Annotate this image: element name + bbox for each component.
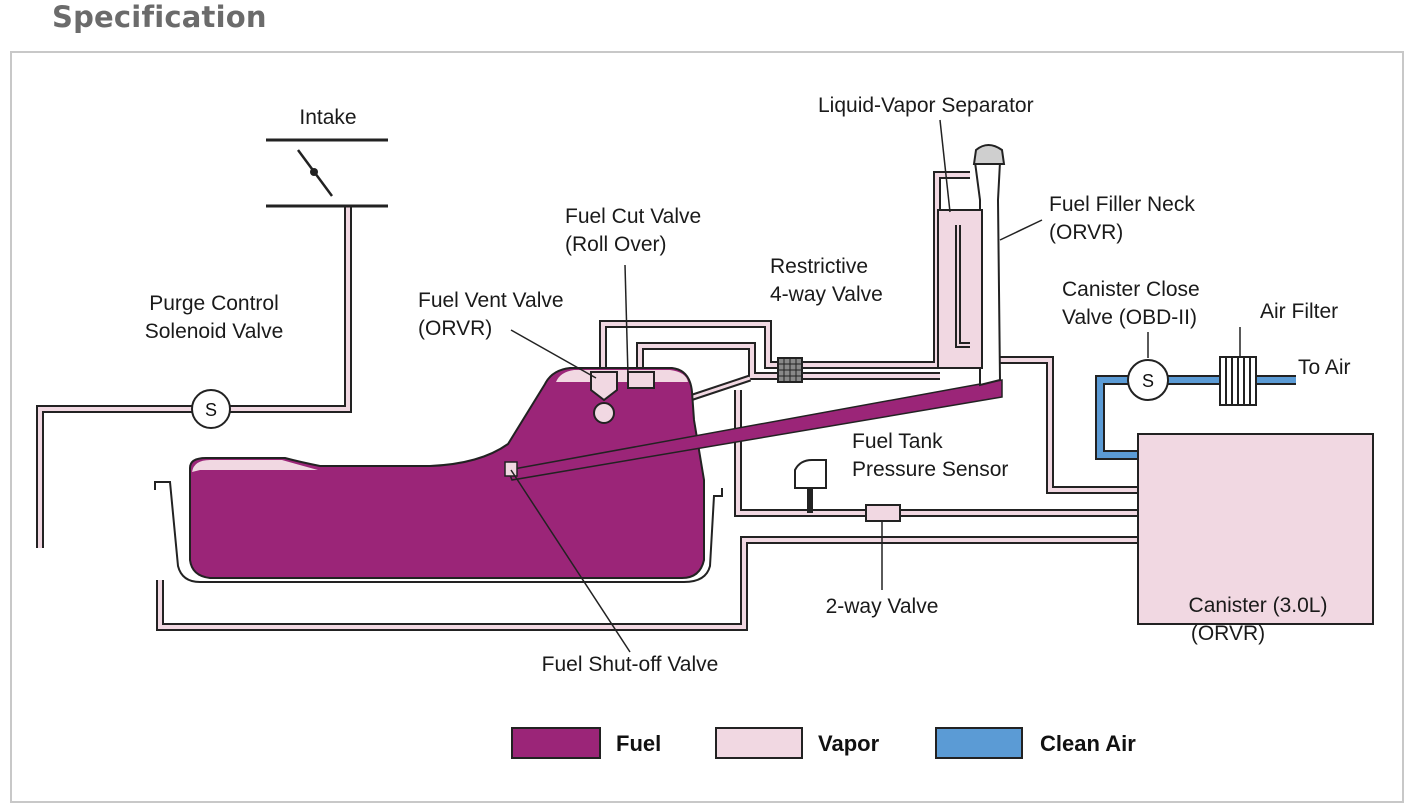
diagram-frame [10, 51, 1404, 803]
label-pressure-1: Fuel Tank [852, 430, 943, 453]
label-canister-2: (ORVR) [1191, 622, 1265, 645]
fuel-cut-valve [627, 371, 655, 389]
label-filler-2: (ORVR) [1049, 221, 1123, 244]
label-filler-1: Fuel Filler Neck [1049, 193, 1195, 216]
label-purge-1: Purge Control [149, 292, 279, 315]
label-separator: Liquid-Vapor Separator [818, 94, 1034, 117]
label-air-filter: Air Filter [1260, 300, 1338, 323]
label-cut-2: (Roll Over) [565, 233, 667, 256]
label-canister-1: Canister (3.0L) [1189, 594, 1328, 617]
label-intake: Intake [299, 106, 356, 129]
fuel-tank [154, 367, 723, 583]
purge-solenoid-symbol: S [205, 400, 217, 420]
pressure-sensor [794, 459, 827, 489]
label-restrict-1: Restrictive [770, 255, 868, 278]
restrictive-4-way-valve [777, 357, 803, 383]
legend: Fuel Vapor Clean Air [511, 727, 1136, 759]
page-title: Specification [52, 0, 267, 34]
leader-lines [510, 119, 1241, 653]
label-vent-1: Fuel Vent Valve [418, 289, 564, 312]
label-restrict-2: 4-way Valve [770, 283, 883, 306]
vapor-pipes [36, 171, 1138, 631]
label-to-air: To Air [1298, 356, 1351, 379]
liquid-vapor-separator [937, 209, 983, 369]
label-close-1: Canister Close [1062, 278, 1200, 301]
labels: Intake Purge Control Solenoid Valve Fuel… [145, 94, 1351, 676]
legend-label-fuel: Fuel [616, 731, 661, 756]
label-close-2: Valve (OBD-II) [1062, 306, 1197, 329]
canister [1137, 433, 1374, 625]
two-way-valve [865, 504, 901, 522]
label-two-way: 2-way Valve [826, 595, 939, 618]
label-shutoff: Fuel Shut-off Valve [542, 653, 719, 676]
fuel-vent-valve [590, 371, 618, 424]
legend-swatch-clean-air [935, 727, 1023, 759]
legend-swatch-vapor [715, 727, 803, 759]
label-vent-2: (ORVR) [418, 317, 492, 340]
intake-throttle [266, 138, 388, 208]
air-filter [1219, 356, 1257, 406]
canister-close-symbol: S [1142, 371, 1154, 391]
legend-label-vapor: Vapor [818, 731, 880, 756]
clean-air-line [1095, 375, 1296, 460]
label-purge-2: Solenoid Valve [145, 320, 284, 343]
legend-swatch-fuel [511, 727, 601, 759]
label-cut-1: Fuel Cut Valve [565, 205, 701, 228]
purge-solenoid-valve: S [191, 389, 231, 429]
canister-close-valve: S [1127, 359, 1169, 401]
label-pressure-2: Pressure Sensor [852, 458, 1008, 481]
legend-label-clean-air: Clean Air [1040, 731, 1136, 756]
